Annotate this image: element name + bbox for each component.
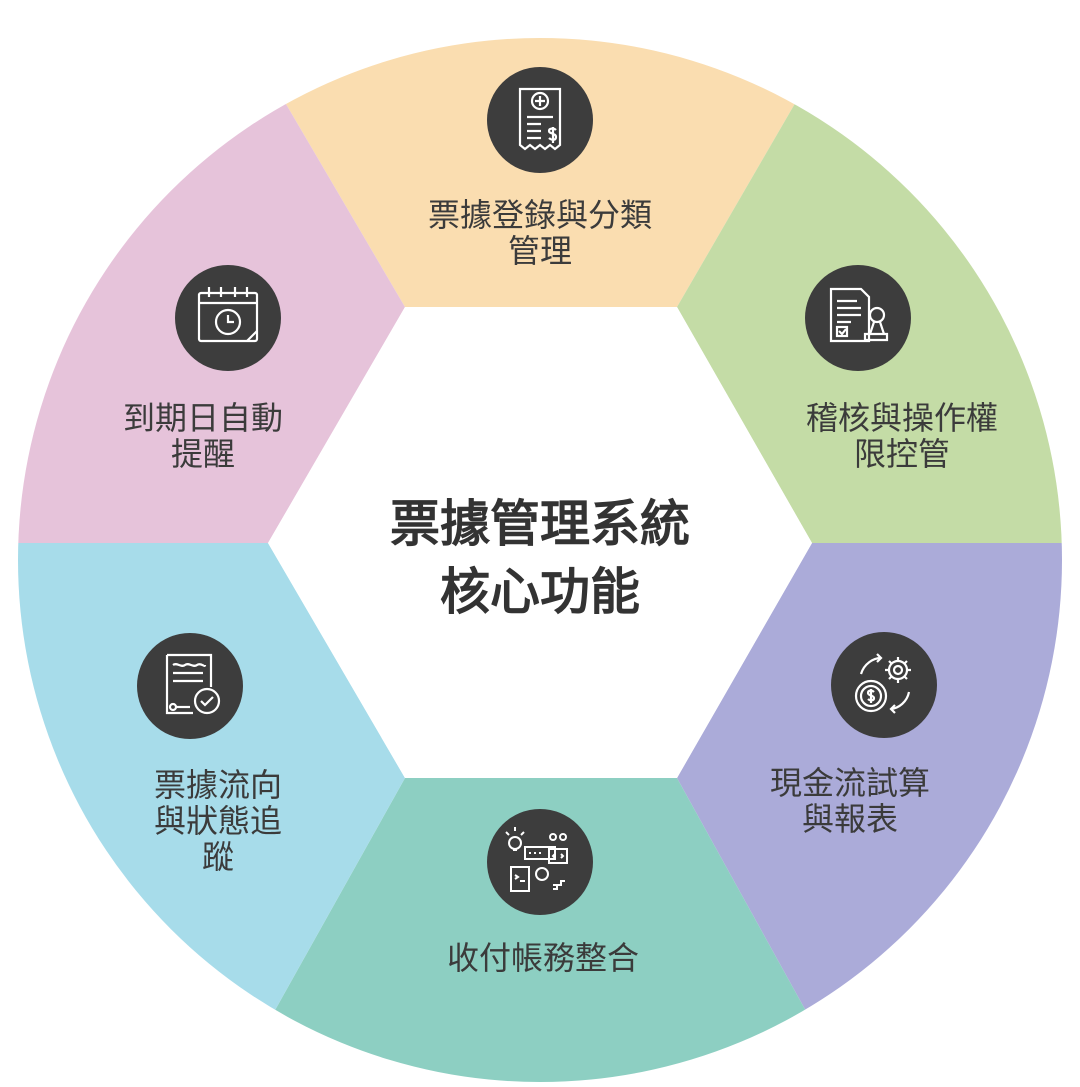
label-line: 現金流試算 (769, 764, 931, 802)
label-line: 稽核與操作權 (805, 399, 999, 437)
calendar-clock-icon (175, 265, 281, 371)
label-bottom: 收付帳務整合 (447, 940, 639, 976)
receipt-medical-icon (487, 67, 593, 173)
label-bottom-left: 票據流向 與狀態追 蹤 (154, 767, 282, 875)
center-hexagon (268, 307, 812, 778)
label-top-left: 到期日自動 提醒 (123, 400, 283, 472)
certificate-check-icon (137, 633, 243, 739)
label-line: 提醒 (170, 435, 236, 473)
segment-bottom (232, 778, 848, 1082)
integration-code-icon (487, 809, 593, 915)
label-line: 票據登錄與分類 (427, 196, 653, 234)
label-line: 票據流向 (153, 766, 283, 804)
label-line: 管理 (507, 232, 573, 270)
label-line: 蹤 (201, 838, 235, 876)
center-title: 票據管理系統 核心功能 (390, 490, 690, 626)
label-line: 到期日自動 (122, 399, 284, 437)
label-top-right: 稽核與操作權 限控管 (806, 400, 998, 472)
center-title-line1: 票據管理系統 (390, 495, 690, 553)
label-line: 與狀態追 (153, 802, 283, 840)
label-top: 票據登錄與分類 管理 (428, 197, 652, 269)
center-title-line2: 核心功能 (440, 563, 640, 621)
label-bottom-right: 現金流試算 與報表 (770, 765, 930, 837)
label-line: 與報表 (801, 800, 899, 838)
label-line: 收付帳務整合 (446, 939, 640, 977)
dollar-gear-cycle-icon (831, 632, 937, 738)
document-stamp-icon (805, 265, 911, 371)
label-line: 限控管 (853, 435, 951, 473)
